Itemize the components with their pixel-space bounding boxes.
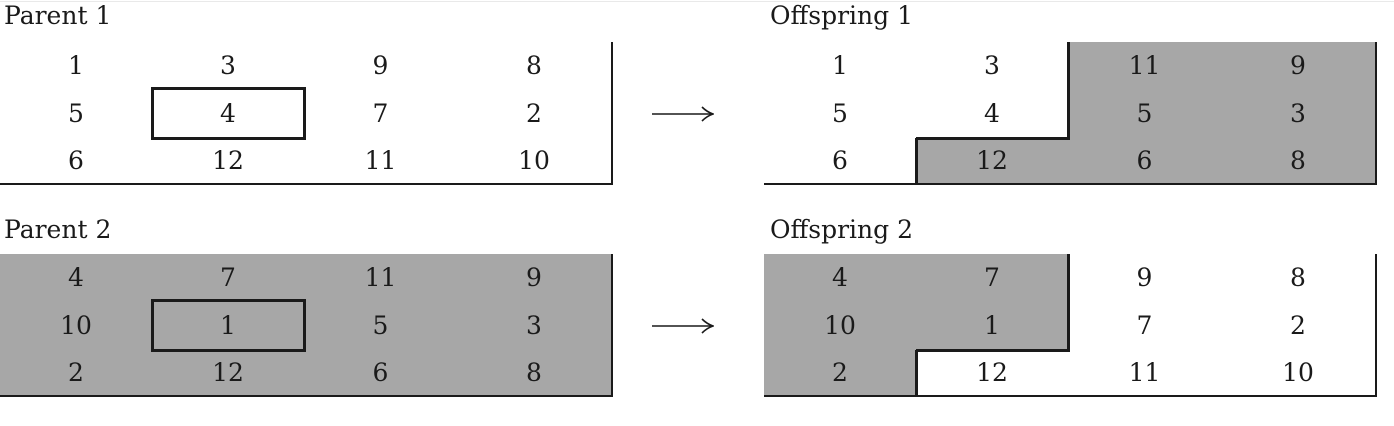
grid-cell: 9: [304, 42, 459, 90]
grid-cell: 11: [304, 138, 459, 185]
grid-cell: 5: [1068, 88, 1223, 140]
grid-cell: 2: [0, 350, 154, 397]
grid-cell: 1: [152, 300, 306, 352]
grid-cell: 1: [916, 300, 1070, 352]
grid-cell: 12: [916, 350, 1070, 397]
grid-cell: 9: [457, 254, 613, 302]
grid-cell: 6: [0, 138, 154, 185]
grid-cell: 12: [152, 350, 306, 397]
crossover-boundary-line: [916, 137, 1070, 140]
grid-cell: 10: [764, 300, 918, 352]
grid-cell: 11: [1068, 42, 1223, 90]
grid-cell: 6: [304, 350, 459, 397]
panel-title-parent2: Parent 2: [4, 215, 112, 244]
crossover-boundary-line: [916, 349, 1070, 352]
crossover-boundary-line: [915, 350, 918, 397]
grid-cell: 8: [1221, 254, 1377, 302]
grid-cell: 8: [457, 42, 613, 90]
grid-cell: 1: [0, 42, 154, 90]
panel-title-parent1: Parent 1: [4, 1, 112, 30]
grid-cell: 5: [0, 88, 154, 140]
grid-cell: 7: [304, 88, 459, 140]
grid-cell: 3: [152, 42, 306, 90]
grid-cell: 4: [764, 254, 918, 302]
long-right-arrow-icon: [652, 106, 714, 122]
grid-cell: 10: [457, 138, 613, 185]
grid-cell: 7: [152, 254, 306, 302]
grid-cell: 4: [152, 88, 306, 140]
crossover-boundary-line: [1067, 42, 1070, 90]
grid-cell: 12: [916, 138, 1070, 185]
grid-cell: 7: [1068, 300, 1223, 352]
grid-cell: 7: [916, 254, 1070, 302]
grid-cell: 9: [1068, 254, 1223, 302]
grid-cell: 3: [1221, 88, 1377, 140]
crossover-boundary-line: [915, 138, 918, 185]
grid-cell: 12: [152, 138, 306, 185]
grid-cell: 3: [457, 300, 613, 352]
grid-cell: 10: [0, 300, 154, 352]
grid-cell: 8: [1221, 138, 1377, 185]
top-divider: [0, 1, 1394, 2]
long-right-arrow-icon: [652, 318, 714, 334]
panel-title-offspring2: Offspring 2: [770, 215, 913, 244]
grid-cell: 4: [0, 254, 154, 302]
grid-cell: 6: [1068, 138, 1223, 185]
grid-cell: 1: [764, 42, 918, 90]
grid-cell: 11: [1068, 350, 1223, 397]
crossover-boundary-line: [1067, 300, 1070, 352]
grid-cell: 5: [304, 300, 459, 352]
panel-title-offspring1: Offspring 1: [770, 1, 913, 30]
grid-cell: 11: [304, 254, 459, 302]
grid-cell: 9: [1221, 42, 1377, 90]
grid-cell: 3: [916, 42, 1070, 90]
grid-cell: 8: [457, 350, 613, 397]
crossover-boundary-line: [1067, 254, 1070, 302]
grid-cell: 4: [916, 88, 1070, 140]
grid-cell: 2: [457, 88, 613, 140]
grid-cell: 2: [1221, 300, 1377, 352]
crossover-boundary-line: [1067, 88, 1070, 140]
grid-cell: 6: [764, 138, 918, 185]
grid-cell: 2: [764, 350, 918, 397]
grid-cell: 10: [1221, 350, 1377, 397]
grid-cell: 5: [764, 88, 918, 140]
